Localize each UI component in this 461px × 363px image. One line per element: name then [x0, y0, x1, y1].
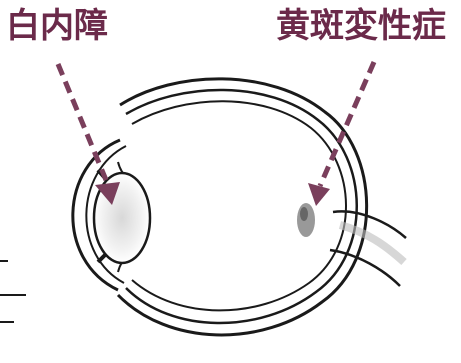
optic-nerve-lower — [329, 248, 401, 287]
cataract-label: 白内障 — [6, 6, 108, 46]
macular-arrow-shaft — [317, 61, 377, 187]
macular-arrow-head — [308, 183, 330, 206]
sclera-outline — [116, 77, 369, 337]
cataract-arrow-head — [95, 182, 120, 205]
macular-degeneration-label: 黄斑変性症 — [276, 6, 446, 46]
cataract-arrow-shaft — [55, 63, 109, 181]
retina-outline — [131, 100, 347, 312]
choroid-outline — [125, 88, 358, 325]
macula-spot-detail — [300, 207, 308, 221]
cornea-inner-outline — [85, 145, 127, 284]
cornea-outline — [71, 138, 121, 292]
optic-nerve-upper — [332, 210, 407, 239]
optic-nerve-fiber — [338, 221, 407, 265]
